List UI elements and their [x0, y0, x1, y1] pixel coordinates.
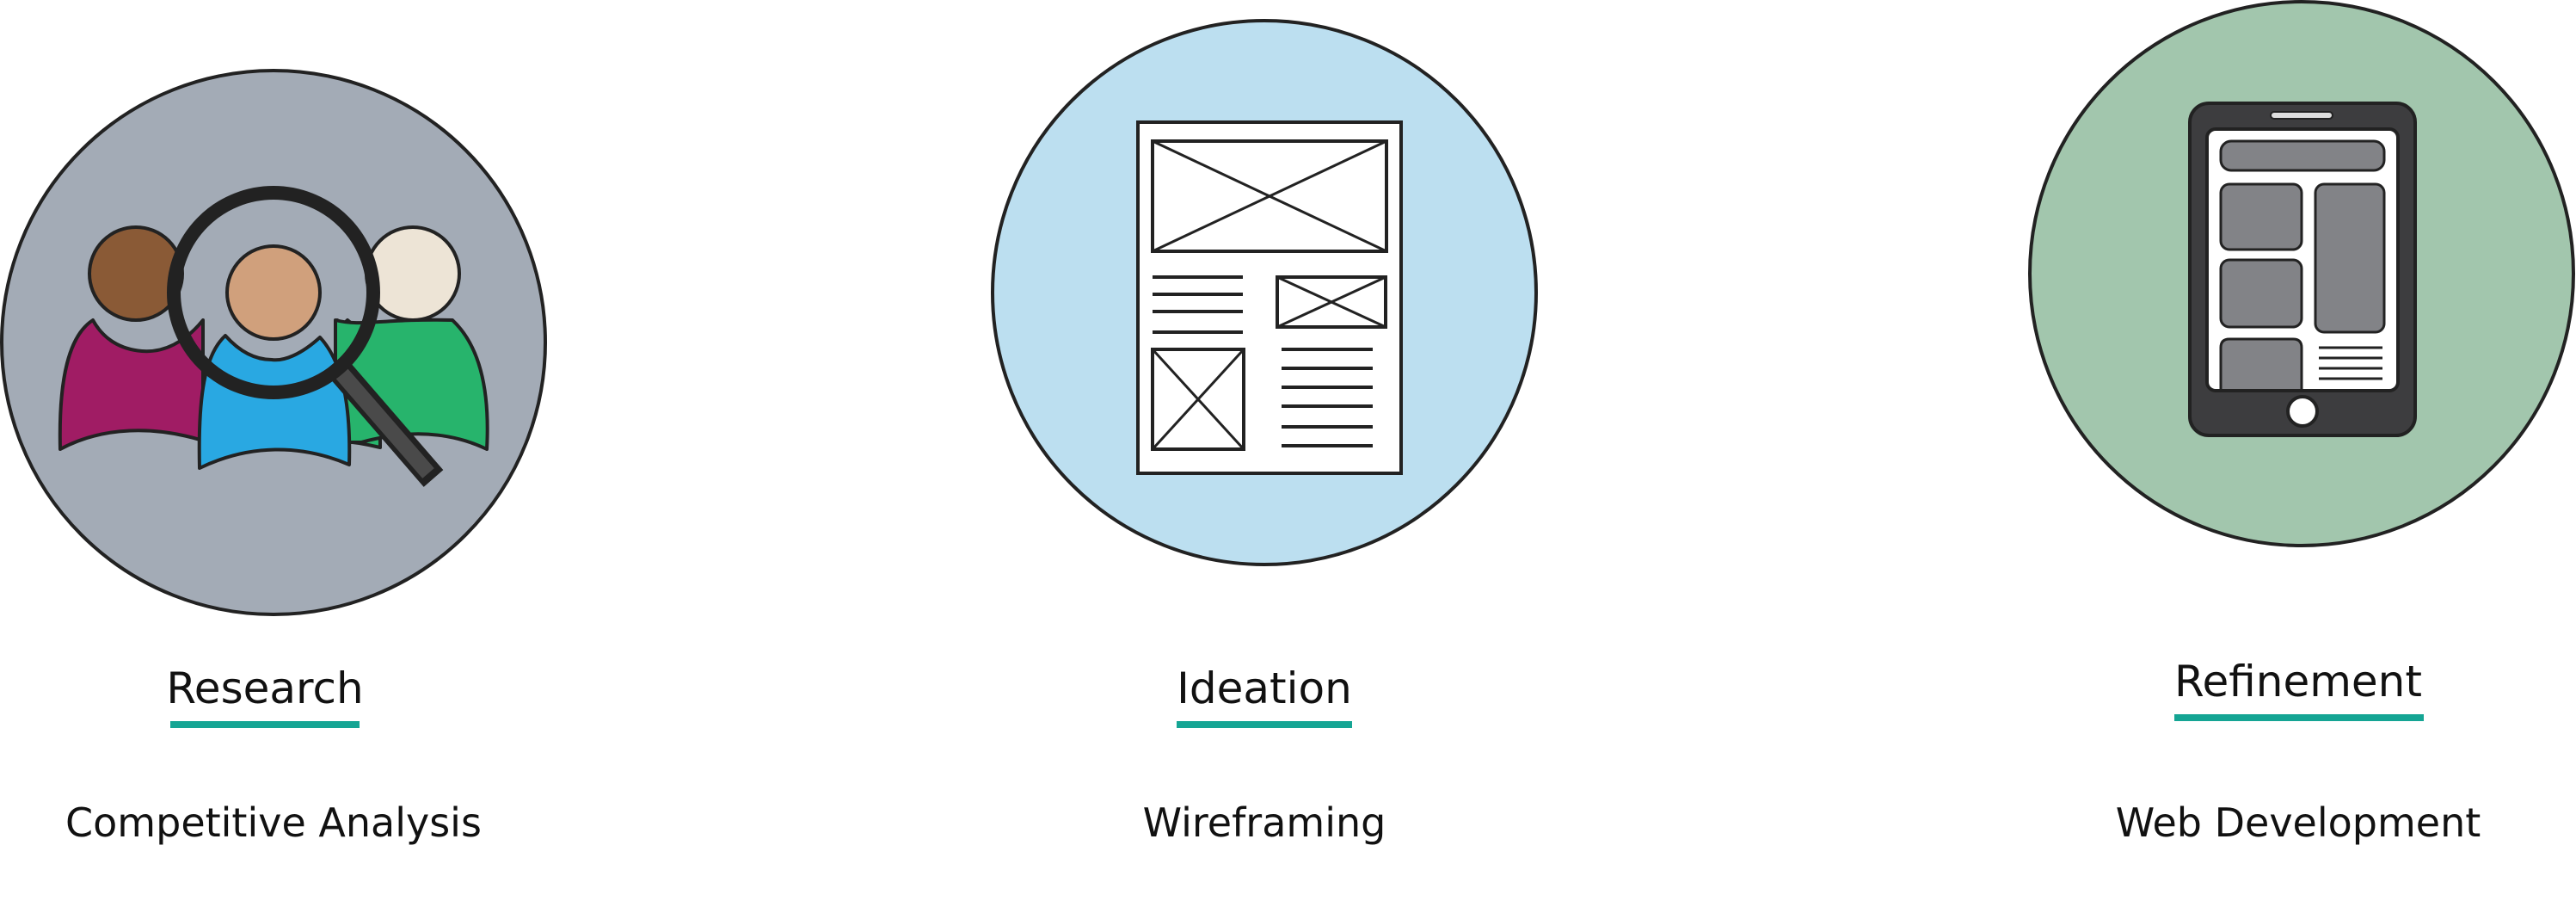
step-refinement-title: Refinement: [2174, 657, 2422, 706]
step-refinement-icon-group: [2028, 0, 2575, 547]
phone-speaker: [2270, 111, 2333, 120]
step-ideation-title: Ideation: [1177, 663, 1352, 713]
step-ideation-labels: Ideation: [1058, 663, 1471, 714]
magnifier-handle-inner: [331, 363, 434, 478]
person-center-head: [225, 244, 322, 341]
step-refinement-labels: Refinement: [2092, 656, 2505, 707]
person-center-body: [197, 334, 352, 470]
research-circle: [0, 69, 547, 616]
step-research-icon-group: [0, 69, 547, 616]
phone-home-button: [2286, 395, 2319, 428]
step-research-labels: Research: [58, 663, 471, 714]
wireframe-hero-box: [1151, 139, 1388, 253]
step-refinement-subtitle: Web Development: [2115, 799, 2481, 846]
smartphone-icon: [2188, 102, 2417, 437]
step-refinement-underline: [2174, 714, 2424, 721]
step-research-subtitle: Competitive Analysis: [65, 799, 482, 846]
phone-tile-tall: [2314, 182, 2386, 334]
step-ideation-subtitle: Wireframing: [1142, 799, 1386, 846]
phone-tile-3: [2219, 337, 2303, 389]
step-ideation-icon-group: [991, 19, 1538, 566]
users-magnifier-icon: [58, 186, 489, 487]
phone-text-lines: [2319, 346, 2382, 380]
magnifier-lens: [167, 186, 380, 399]
wireframe-small-box: [1276, 275, 1387, 329]
wireframe-text-lines-left: [1153, 275, 1243, 334]
wireframe-page-icon: [1136, 120, 1403, 475]
wireframe-page: [1136, 120, 1403, 475]
person-right-head: [365, 225, 461, 322]
wireframe-text-lines-right: [1282, 348, 1373, 447]
step-research-underline: [170, 721, 360, 728]
phone-tile-1: [2219, 182, 2303, 251]
step-research-title: Research: [166, 663, 364, 713]
person-left-body: [58, 318, 205, 451]
step-ideation-underline: [1177, 721, 1352, 728]
phone-tile-2: [2219, 258, 2303, 329]
wireframe-square-box: [1151, 348, 1245, 451]
phone-header-bar: [2219, 139, 2386, 172]
